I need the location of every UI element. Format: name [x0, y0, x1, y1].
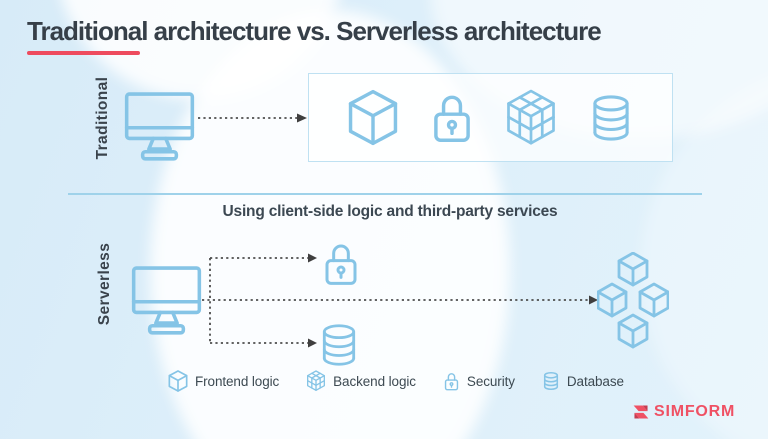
traditional-services-box	[308, 73, 673, 162]
backend-logic-cube-icon	[504, 89, 558, 147]
traditional-row-label: Traditional	[94, 76, 111, 160]
security-lock-icon	[443, 371, 460, 392]
legend: Frontend logic Backend logic	[168, 368, 624, 394]
security-lock-icon	[429, 91, 475, 145]
security-lock-icon	[321, 237, 361, 291]
monitor-icon	[131, 265, 202, 335]
frontend-logic-cube-icon	[347, 89, 399, 146]
serverless-subtitle: Using client-side logic and third-party …	[222, 203, 558, 220]
backend-logic-cube-icon	[306, 370, 326, 392]
title-accent-underline	[27, 51, 140, 55]
simform-logo-icon	[632, 403, 650, 421]
brand-name: SIMFORM	[654, 403, 736, 420]
monitor-icon	[124, 91, 195, 161]
legend-item: Database	[542, 371, 624, 391]
traditional-arrow	[198, 113, 307, 123]
frontend-logic-cube-icon	[168, 370, 188, 392]
database-icon	[588, 92, 634, 144]
legend-label: Security	[466, 373, 515, 389]
brand-logo: SIMFORM	[632, 403, 735, 421]
legend-label: Frontend logic	[195, 373, 280, 389]
database-icon	[318, 320, 360, 370]
legend-label: Backend logic	[333, 373, 416, 389]
legend-item: Frontend logic	[168, 370, 279, 392]
page-title: Traditional architecture vs. Serverless …	[27, 16, 602, 46]
legend-item: Security	[443, 371, 515, 392]
section-divider	[68, 193, 702, 195]
serverless-connectors	[202, 253, 598, 348]
legend-item: Backend logic	[306, 370, 416, 392]
microservices-cubes-icon	[597, 252, 669, 349]
serverless-row-label: Serverless	[96, 242, 113, 326]
legend-label: Database	[566, 373, 624, 389]
database-icon	[542, 371, 560, 391]
